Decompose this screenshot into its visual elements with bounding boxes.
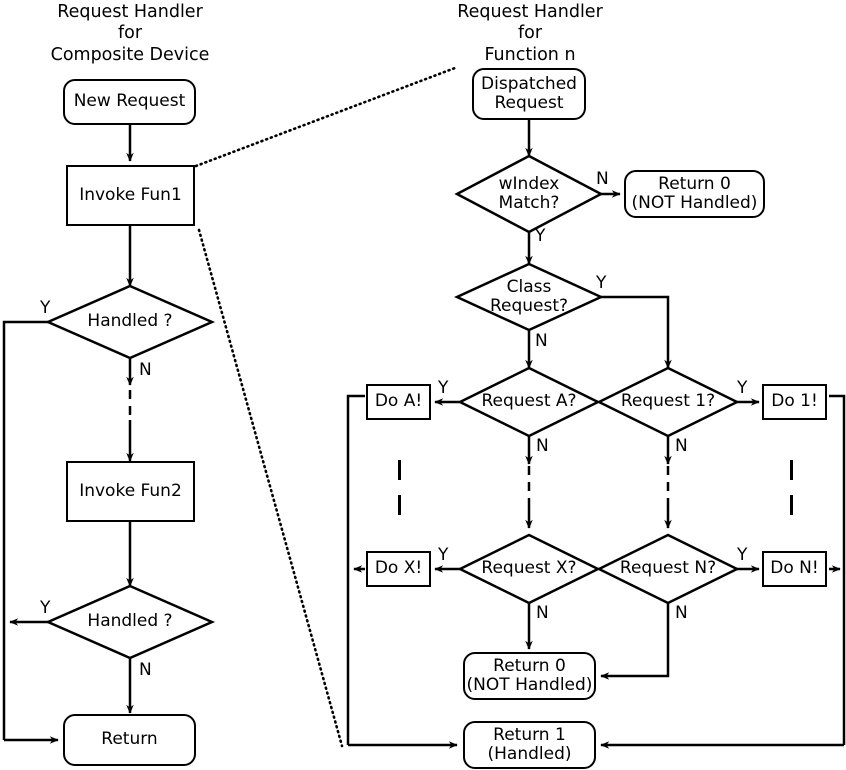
node-handled-2[interactable]: Handled ? — [87, 611, 173, 632]
edge-label-windex-no: N — [596, 169, 609, 189]
edge-label-request-x-yes: Y — [438, 545, 449, 565]
node-invoke-fun1[interactable]: Invoke Fun1 — [66, 165, 195, 226]
node-handled-1[interactable]: Handled ? — [87, 311, 173, 332]
node-class-request[interactable]: Class Request? — [489, 276, 569, 316]
left-column-title: Request Handler for Composite Device — [50, 2, 210, 65]
node-windex-match[interactable]: wIndex Match? — [498, 173, 560, 213]
edge-label-windex-yes: Y — [535, 226, 546, 246]
node-request-x[interactable]: Request X? — [481, 558, 577, 579]
edge-label-handled2-no: N — [139, 660, 152, 680]
node-request-n[interactable]: Request N? — [619, 558, 717, 579]
ellipsis-tick-right-upper — [790, 460, 793, 480]
edge-label-request-1-yes: Y — [737, 378, 748, 398]
ellipsis-tick-right-lower — [790, 495, 793, 515]
edge-label-request-x-no: N — [536, 603, 549, 623]
edge-label-request-a-no: N — [536, 436, 549, 456]
ellipsis-tick-left-upper — [398, 460, 401, 480]
edge-label-handled1-no: N — [139, 360, 152, 380]
node-request-a[interactable]: Request A? — [481, 391, 577, 412]
node-do-n[interactable]: Do N! — [762, 551, 827, 587]
edge-label-request-1-no: N — [675, 436, 688, 456]
node-return0-bottom[interactable]: Return 0 (NOT Handled) — [463, 652, 596, 700]
node-do-a[interactable]: Do A! — [366, 384, 431, 420]
edge-label-request-a-yes: Y — [438, 378, 449, 398]
edge-label-handled2-yes: Y — [40, 598, 51, 618]
edge-label-handled1-yes: Y — [40, 298, 51, 318]
right-column-title: Request Handler for Function n — [457, 2, 603, 65]
ellipsis-tick-left-lower — [398, 495, 401, 515]
edge-label-request-n-yes: Y — [737, 545, 748, 565]
node-dispatched-request[interactable]: Dispatched Request — [472, 68, 586, 120]
node-request-1[interactable]: Request 1? — [620, 391, 716, 412]
node-return[interactable]: Return — [63, 714, 196, 766]
node-do-x[interactable]: Do X! — [366, 551, 431, 587]
node-return0-top[interactable]: Return 0 (NOT Handled) — [624, 170, 765, 218]
node-invoke-fun2[interactable]: Invoke Fun2 — [66, 461, 195, 522]
edge-label-request-n-no: N — [675, 603, 688, 623]
edge-label-class-no: N — [535, 331, 548, 351]
node-return1[interactable]: Return 1 (Handled) — [463, 721, 596, 769]
edge-label-class-yes: Y — [596, 273, 607, 293]
node-new-request[interactable]: New Request — [63, 79, 196, 125]
node-do-1[interactable]: Do 1! — [762, 384, 827, 420]
